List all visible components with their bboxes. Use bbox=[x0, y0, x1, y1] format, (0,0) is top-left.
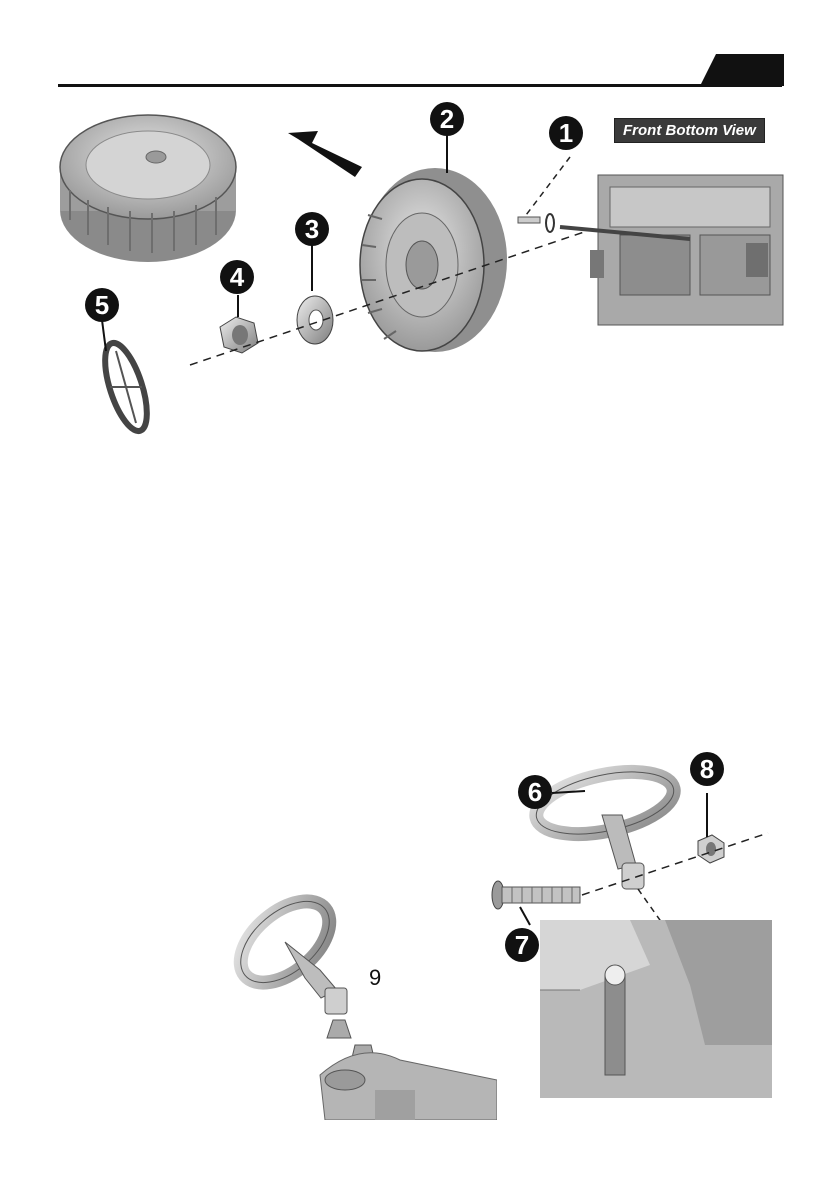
callout-6: 6 bbox=[518, 775, 552, 809]
wheel-upright-illustration bbox=[360, 168, 507, 352]
callout-1: 1 bbox=[549, 116, 583, 150]
callout-7: 7 bbox=[505, 928, 539, 962]
callout-4: 4 bbox=[220, 260, 254, 294]
callout-3: 3 bbox=[295, 212, 329, 246]
hubcap-illustration bbox=[97, 338, 156, 435]
callout-5: 5 bbox=[85, 288, 119, 322]
wheel-assembly-figure bbox=[50, 95, 790, 440]
chassis-illustration bbox=[560, 175, 783, 325]
page-tab bbox=[700, 54, 784, 86]
axle-pin-illustration bbox=[518, 217, 540, 223]
callout-8: 8 bbox=[690, 752, 724, 786]
step-number-label: 9 bbox=[369, 965, 381, 991]
nut-illustration bbox=[220, 317, 258, 353]
front-bottom-view-label: Front Bottom View bbox=[614, 118, 765, 143]
callout-2: 2 bbox=[430, 102, 464, 136]
header-rule bbox=[58, 84, 782, 87]
wheel-flat-illustration bbox=[60, 115, 236, 262]
direction-arrow bbox=[288, 131, 362, 177]
steering-insert-figure bbox=[225, 880, 497, 1120]
washer-illustration bbox=[297, 296, 333, 344]
